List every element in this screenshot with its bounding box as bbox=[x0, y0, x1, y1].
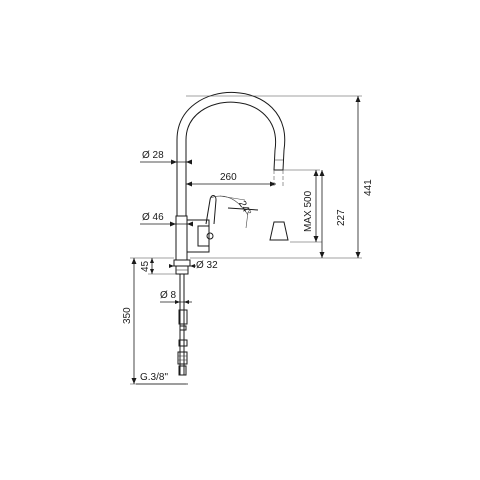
angle-arc bbox=[209, 195, 289, 241]
faucet-body bbox=[173, 91, 286, 376]
total-height-label: 441 bbox=[363, 179, 374, 196]
lever-angle-label: 24° bbox=[236, 199, 253, 218]
base-height-label: 45 bbox=[140, 260, 151, 272]
base-diameter-label: Ø 32 bbox=[196, 260, 218, 271]
dimension-lines bbox=[131, 96, 361, 385]
spout-tube-diameter-label: Ø 28 bbox=[142, 150, 164, 161]
body-diameter-label: Ø 46 bbox=[142, 212, 164, 223]
reference-lines bbox=[130, 95, 362, 385]
hose-diameter-label: Ø 8 bbox=[160, 290, 177, 301]
outlet-height-label: 227 bbox=[336, 209, 347, 226]
thread-label: G.3/8" bbox=[140, 372, 168, 383]
max-height-label: MAX 500 bbox=[303, 190, 314, 232]
spout-reach-label: 260 bbox=[220, 172, 237, 183]
hose-length-label: 350 bbox=[122, 307, 133, 324]
